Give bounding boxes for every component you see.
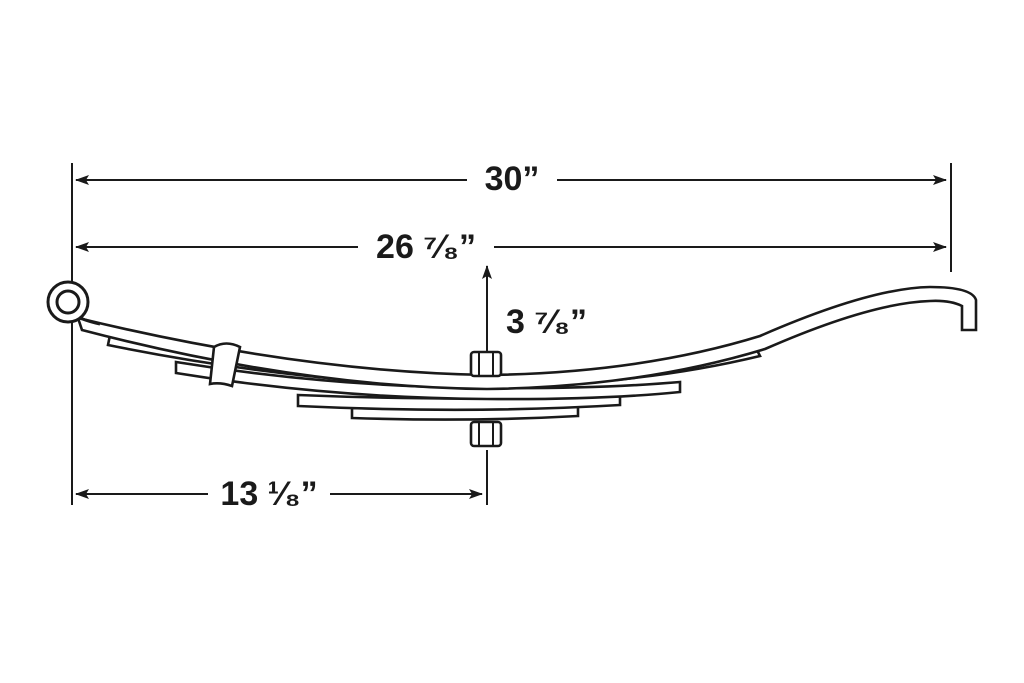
rebound-clip xyxy=(208,342,242,388)
spring-eye-inner xyxy=(55,289,81,315)
dimension-label-overall-length: 30” xyxy=(485,160,540,198)
center-bolt-bottom-nut xyxy=(469,420,503,448)
dimension-label-arch-height: 3 ⁷⁄₈” xyxy=(506,303,587,341)
dimension-eye-to-hook: 26 ⁷⁄₈” xyxy=(75,228,947,266)
center-bolt xyxy=(469,350,503,448)
center-bolt-top-nut xyxy=(469,350,503,378)
spring-eye-wrap xyxy=(79,316,101,326)
dimension-overall-length: 30” xyxy=(75,160,947,198)
dimension-label-eye-to-hook: 26 ⁷⁄₈” xyxy=(376,228,476,266)
leaf-spring xyxy=(46,280,978,448)
dimension-label-eye-to-center: 13 ¹⁄₈” xyxy=(220,475,317,513)
dimension-eye-to-center: 13 ¹⁄₈” xyxy=(75,475,483,513)
dimension-arch-height: 3 ⁷⁄₈” xyxy=(482,265,587,352)
